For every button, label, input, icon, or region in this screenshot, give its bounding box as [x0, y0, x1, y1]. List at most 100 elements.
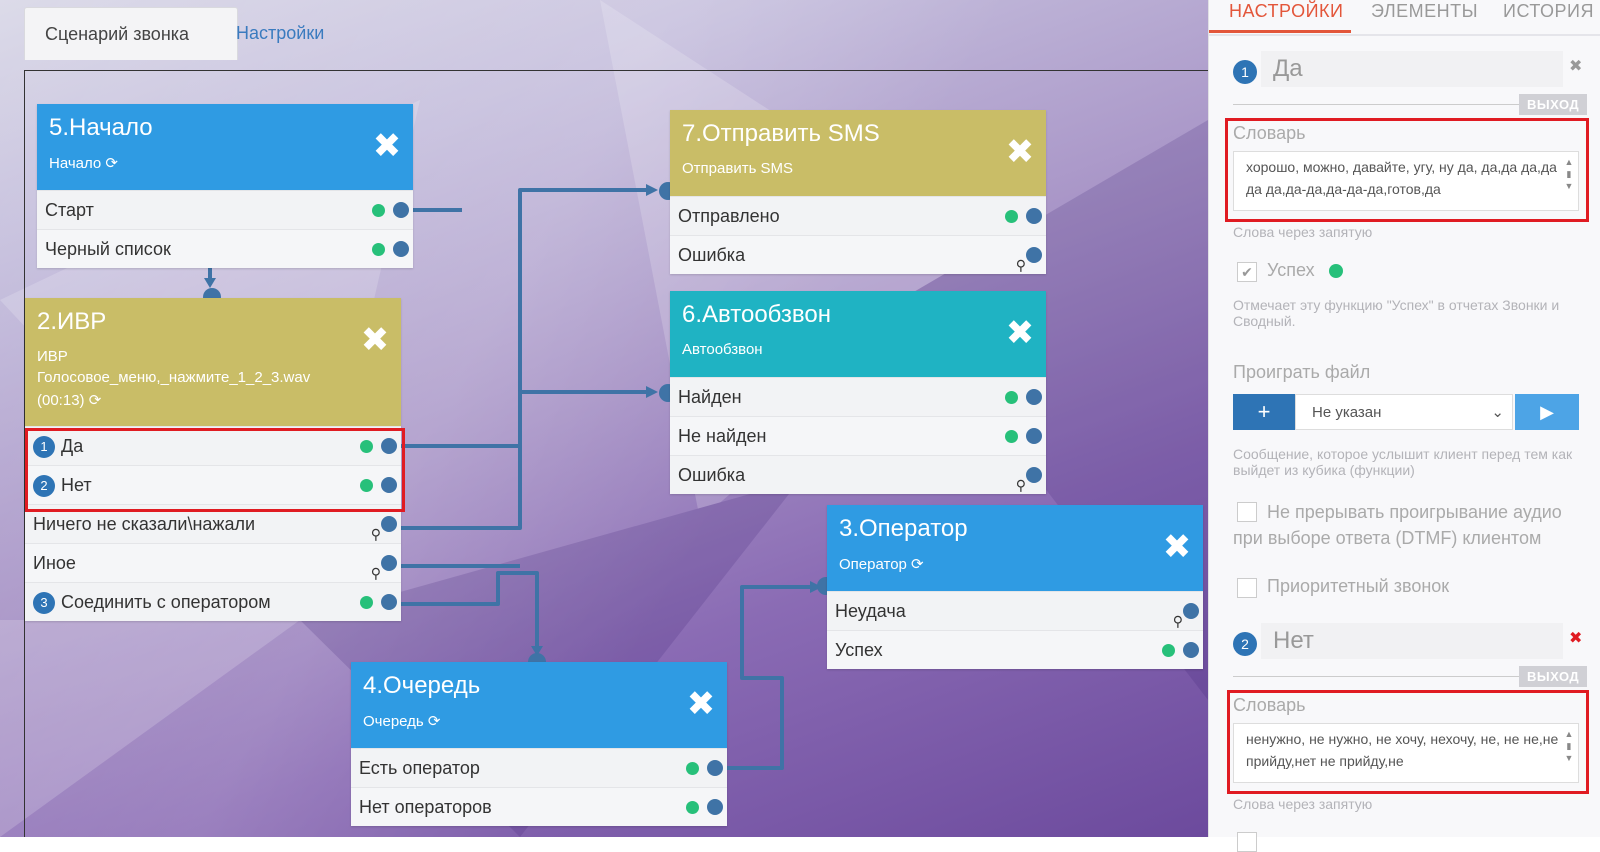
canvas-frame	[24, 70, 1208, 837]
output-port[interactable]	[381, 438, 397, 454]
success-label: Успех	[1267, 260, 1315, 280]
panel-tab-elements[interactable]: ЭЛЕМЕНТЫ	[1371, 1, 1479, 21]
panel-tab-history[interactable]: ИСТОРИЯ	[1503, 1, 1594, 21]
status-dot	[372, 204, 385, 217]
status-dot	[360, 440, 373, 453]
remove-output-icon[interactable]: ✖	[1569, 58, 1583, 75]
play-button[interactable]: ▶	[1515, 394, 1579, 430]
output-port[interactable]	[1183, 603, 1199, 619]
dictionary-textarea[interactable]: ненужно, не нужно, не хочу, нехочу, не, …	[1233, 723, 1579, 783]
textarea-scrollbar[interactable]: ▲▮▼	[1564, 157, 1574, 191]
output-port[interactable]	[1026, 389, 1042, 405]
dictionary-hint: Слова через запятую	[1233, 224, 1373, 240]
output-port[interactable]	[381, 516, 397, 532]
active-tab-underline	[1209, 30, 1351, 33]
dictionary-hint: Слова через запятую	[1233, 796, 1373, 812]
output-port[interactable]	[1026, 428, 1042, 444]
status-dot	[1005, 210, 1018, 223]
node-start-header[interactable]: 5.Начало Начало ⟳ ✖	[37, 104, 413, 190]
node-operator-header[interactable]: 3.Оператор Оператор ⟳ ✖	[827, 505, 1203, 591]
row-number-badge: 2	[33, 475, 55, 498]
file-select[interactable]: Не указан⌄	[1295, 394, 1513, 430]
tab-settings[interactable]: Настройки	[236, 23, 325, 43]
node-title: 3.Оператор	[839, 515, 968, 542]
close-icon[interactable]: ✖	[1162, 528, 1192, 566]
tab-scenario[interactable]: Сценарий звонка	[24, 7, 238, 60]
output-name-input[interactable]: Да	[1261, 51, 1563, 87]
node-autodial[interactable]: 6.Автообзвон Автообзвон ✖ Найден Не найд…	[670, 291, 1046, 494]
success-hint: Отмечает эту функцию "Успех" в отчетах З…	[1233, 297, 1560, 329]
status-dot	[360, 479, 373, 492]
node-row: Не найден	[670, 416, 1046, 455]
node-autodial-header[interactable]: 6.Автообзвон Автообзвон ✖	[670, 291, 1046, 377]
status-dot	[686, 762, 699, 775]
dictionary-label: Словарь	[1233, 695, 1306, 715]
status-dot	[372, 243, 385, 256]
close-icon[interactable]: ✖	[686, 685, 716, 723]
node-queue[interactable]: 4.Очередь Очередь ⟳ ✖ Есть оператор Нет …	[351, 662, 727, 826]
priority-checkbox[interactable]	[1237, 578, 1257, 598]
close-icon[interactable]: ✖	[372, 127, 402, 165]
node-subtitle: Очередь ⟳	[363, 713, 441, 730]
close-icon[interactable]: ✖	[360, 321, 390, 359]
status-dot	[1005, 430, 1018, 443]
output-port[interactable]	[1183, 642, 1199, 658]
node-operator[interactable]: 3.Оператор Оператор ⟳ ✖ Неудача⚲ Успех	[827, 505, 1203, 669]
node-sms[interactable]: 7.Отправить SMS Отправить SMS ✖ Отправле…	[670, 110, 1046, 274]
node-row: Черный список	[37, 229, 413, 268]
dictionary-textarea[interactable]: хорошо, можно, давайте, угу, ну да, да,д…	[1233, 151, 1579, 211]
node-row: Ничего не сказали\нажали⚲	[25, 504, 401, 543]
node-row: Нет операторов	[351, 787, 727, 826]
status-dot	[360, 596, 373, 609]
add-file-button[interactable]: +	[1233, 394, 1295, 430]
node-subtitle: Автообзвон	[682, 341, 763, 358]
row-number-badge: 1	[33, 436, 55, 459]
scenario-canvas[interactable]: 5.Начало Начало ⟳ ✖ Старт Черный список …	[0, 0, 1208, 837]
output-port[interactable]	[1026, 247, 1042, 263]
node-row: Ошибка⚲	[670, 455, 1046, 494]
output-port[interactable]	[707, 760, 723, 776]
node-ivr-header[interactable]: 2.ИВР ИВР Голосовое_меню,_нажмите_1_2_3.…	[25, 298, 401, 426]
node-subtitle: Оператор ⟳	[839, 556, 924, 573]
node-ivr[interactable]: 2.ИВР ИВР Голосовое_меню,_нажмите_1_2_3.…	[25, 298, 401, 621]
status-dot	[1162, 644, 1175, 657]
close-icon[interactable]: ✖	[1005, 133, 1035, 171]
output-port[interactable]	[381, 555, 397, 571]
node-start[interactable]: 5.Начало Начало ⟳ ✖ Старт Черный список	[37, 104, 413, 268]
link-icon: ⚲	[1015, 257, 1026, 273]
output-port[interactable]	[381, 477, 397, 493]
output-port[interactable]	[393, 241, 409, 257]
status-dot	[686, 801, 699, 814]
node-queue-header[interactable]: 4.Очередь Очередь ⟳ ✖	[351, 662, 727, 748]
play-file-label: Проиграть файл	[1233, 362, 1371, 382]
success-dot	[1329, 264, 1343, 278]
node-title: 5.Начало	[49, 114, 153, 141]
node-sms-header[interactable]: 7.Отправить SMS Отправить SMS ✖	[670, 110, 1046, 196]
output-port[interactable]	[1026, 467, 1042, 483]
node-subtitle: ИВР	[37, 348, 68, 365]
output-port[interactable]	[393, 202, 409, 218]
output-port[interactable]	[707, 799, 723, 815]
output-number: 2	[1233, 632, 1257, 656]
panel-tab-settings[interactable]: НАСТРОЙКИ	[1229, 1, 1344, 21]
node-row: Старт	[37, 190, 413, 229]
link-icon: ⚲	[370, 565, 381, 581]
output-number: 1	[1233, 60, 1257, 84]
no-interrupt-checkbox[interactable]	[1237, 502, 1257, 522]
node-row: Успех	[827, 630, 1203, 669]
node-title: 7.Отправить SMS	[682, 120, 880, 147]
status-dot	[1005, 391, 1018, 404]
node-row: Ошибка⚲	[670, 235, 1046, 274]
row-number-badge: 3	[33, 592, 55, 615]
output-port[interactable]	[1026, 208, 1042, 224]
success-checkbox[interactable]: ✔	[1237, 262, 1257, 282]
priority-label: Приоритетный звонок	[1267, 576, 1450, 596]
output-name-input[interactable]: Нет	[1261, 623, 1563, 659]
remove-output-icon[interactable]: ✖	[1569, 630, 1583, 647]
success-checkbox[interactable]	[1237, 832, 1257, 852]
textarea-scrollbar[interactable]: ▲▮▼	[1564, 729, 1574, 763]
close-icon[interactable]: ✖	[1005, 314, 1035, 352]
output-tag: ВЫХОД	[1519, 666, 1588, 687]
output-port[interactable]	[381, 594, 397, 610]
